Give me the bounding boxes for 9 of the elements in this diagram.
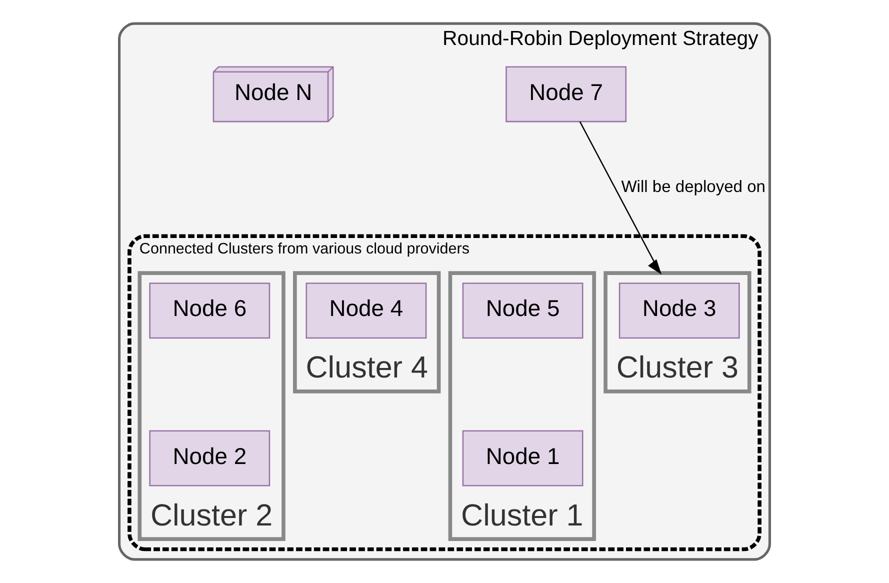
edge-label: Will be deployed on — [621, 177, 766, 196]
arrow — [579, 121, 662, 275]
node-box: Node 1 — [462, 430, 584, 486]
node-box: Node 5 — [462, 282, 584, 339]
node-box: Node 3 — [618, 282, 740, 339]
node-box: Node 6 — [149, 282, 270, 339]
node-box: Node 2 — [149, 430, 270, 486]
node-box: Node 4 — [306, 282, 427, 339]
node-box: Node 7 — [506, 66, 627, 122]
